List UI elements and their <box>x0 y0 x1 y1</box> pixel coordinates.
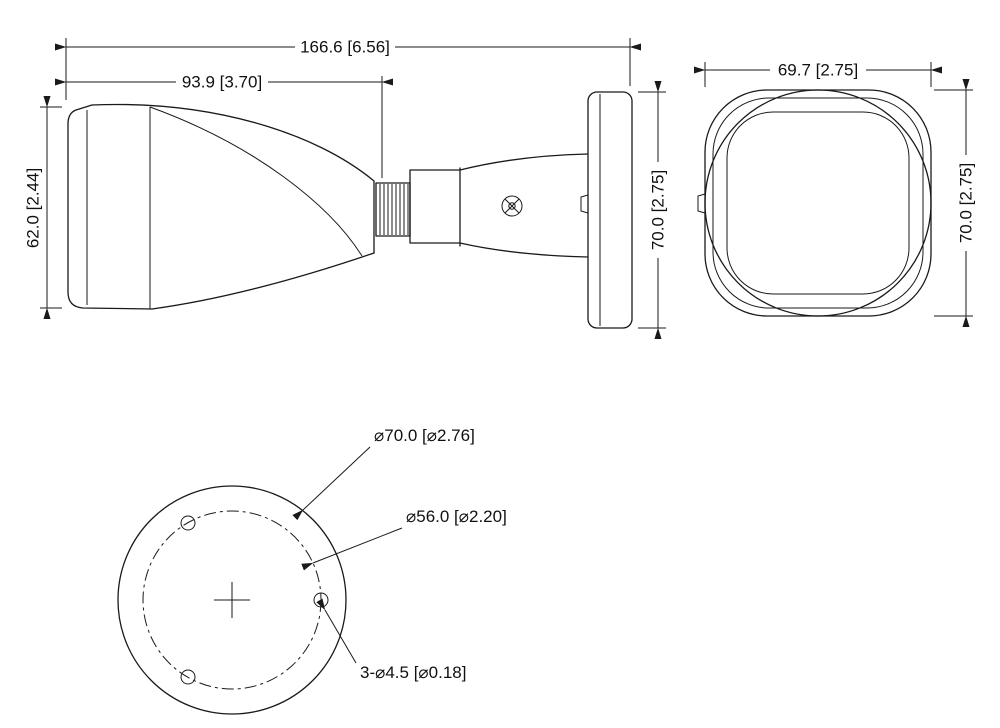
base-plate-outline <box>587 91 633 329</box>
front-notch <box>697 193 706 214</box>
mount-circle <box>704 89 932 317</box>
leader-bolt-circle: ⌀56.0 [⌀2.20] <box>301 507 507 571</box>
dim-front-width: 69.7 [2.75] <box>693 60 943 87</box>
mount-base-plate <box>580 91 633 329</box>
body-bottom-outline <box>151 252 375 310</box>
body-top-outline <box>91 103 375 254</box>
knurl-ring-body <box>375 182 411 237</box>
lens-face <box>726 111 910 295</box>
base-outer-circle <box>117 485 347 715</box>
bottom-view: ⌀70.0 [⌀2.76] ⌀56.0 [⌀2.20] 3-⌀4.5 [⌀0.1… <box>117 426 507 715</box>
dim-mounting-holes-label: 3-⌀4.5 [⌀0.18] <box>360 663 466 682</box>
dim-outer-diameter-label: ⌀70.0 [⌀2.76] <box>374 426 475 445</box>
bracket-arm <box>409 153 589 258</box>
dim-base-height-label: 70.0 [2.75] <box>649 170 668 250</box>
dim-front-height-label: 70.0 [2.75] <box>957 163 976 243</box>
dim-body-length: 93.9 [3.70] <box>54 72 394 178</box>
leader-mounting-holes: 3-⌀4.5 [⌀0.18] <box>316 598 466 682</box>
leader-outer-diameter: ⌀70.0 [⌀2.76] <box>292 426 475 521</box>
dim-front-height: 70.0 [2.75] <box>934 78 976 328</box>
dim-body-length-label: 93.9 [3.70] <box>182 73 262 92</box>
dim-front-width-label: 69.7 [2.75] <box>778 61 858 80</box>
sunshield-sweep-curve <box>149 106 363 257</box>
arm-cylinder <box>409 167 461 247</box>
bracket-cone <box>459 153 589 258</box>
ext-line <box>704 62 932 87</box>
squircle-inner <box>712 97 924 309</box>
joint-knurled-ring <box>375 182 411 237</box>
camera-front-outline <box>697 89 932 317</box>
side-view: 166.6 [6.56] 93.9 [3.70] 62.0 [2.44] 70.… <box>24 37 668 340</box>
squircle-outer <box>704 89 932 317</box>
ext-line <box>40 106 62 309</box>
center-cross <box>214 582 250 618</box>
lens-hood-outline <box>67 104 153 310</box>
dim-total-length-label: 166.6 [6.56] <box>300 38 390 57</box>
base-plate-notch <box>580 194 589 214</box>
dim-body-height: 62.0 [2.44] <box>24 95 62 320</box>
screw-head-icon <box>501 195 523 217</box>
mounting-hole <box>180 515 196 531</box>
camera-side-outline <box>67 103 375 310</box>
dim-body-height-label: 62.0 [2.44] <box>24 168 43 248</box>
mounting-hole <box>180 669 196 685</box>
dim-total-length: 166.6 [6.56] <box>54 37 642 100</box>
front-view: 69.7 [2.75] 70.0 [2.75] <box>693 60 976 328</box>
knurl-hatching <box>379 184 409 235</box>
dim-base-height: 70.0 [2.75] <box>638 80 668 340</box>
dim-bolt-circle-label: ⌀56.0 [⌀2.20] <box>406 507 507 526</box>
